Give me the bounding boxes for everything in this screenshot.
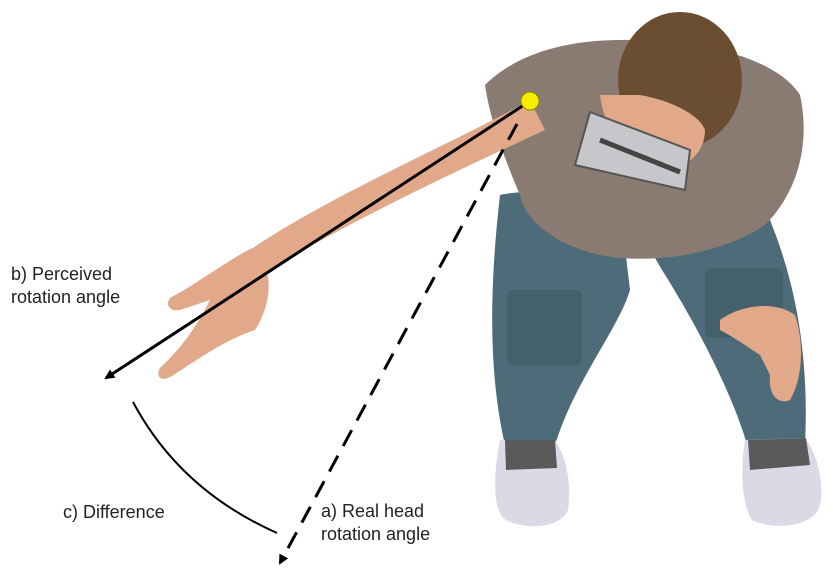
- person-figure: [158, 12, 821, 526]
- head-position-marker: [521, 92, 539, 110]
- pointing-hand: [158, 248, 268, 379]
- perceived-angle-arrow: [106, 103, 527, 378]
- real-angle-label: a) Real head rotation angle: [321, 500, 430, 546]
- perceived-angle-label-line1: b) Perceived: [11, 263, 120, 286]
- difference-label: c) Difference: [63, 501, 165, 524]
- left-shoe-top: [505, 440, 557, 470]
- right-shoe-top: [748, 438, 810, 470]
- perceived-angle-label: b) Perceived rotation angle: [11, 263, 120, 309]
- real-angle-label-line1: a) Real head: [321, 500, 430, 523]
- real-angle-label-line2: rotation angle: [321, 523, 430, 546]
- perceived-angle-label-line2: rotation angle: [11, 286, 120, 309]
- left-pocket: [507, 290, 582, 365]
